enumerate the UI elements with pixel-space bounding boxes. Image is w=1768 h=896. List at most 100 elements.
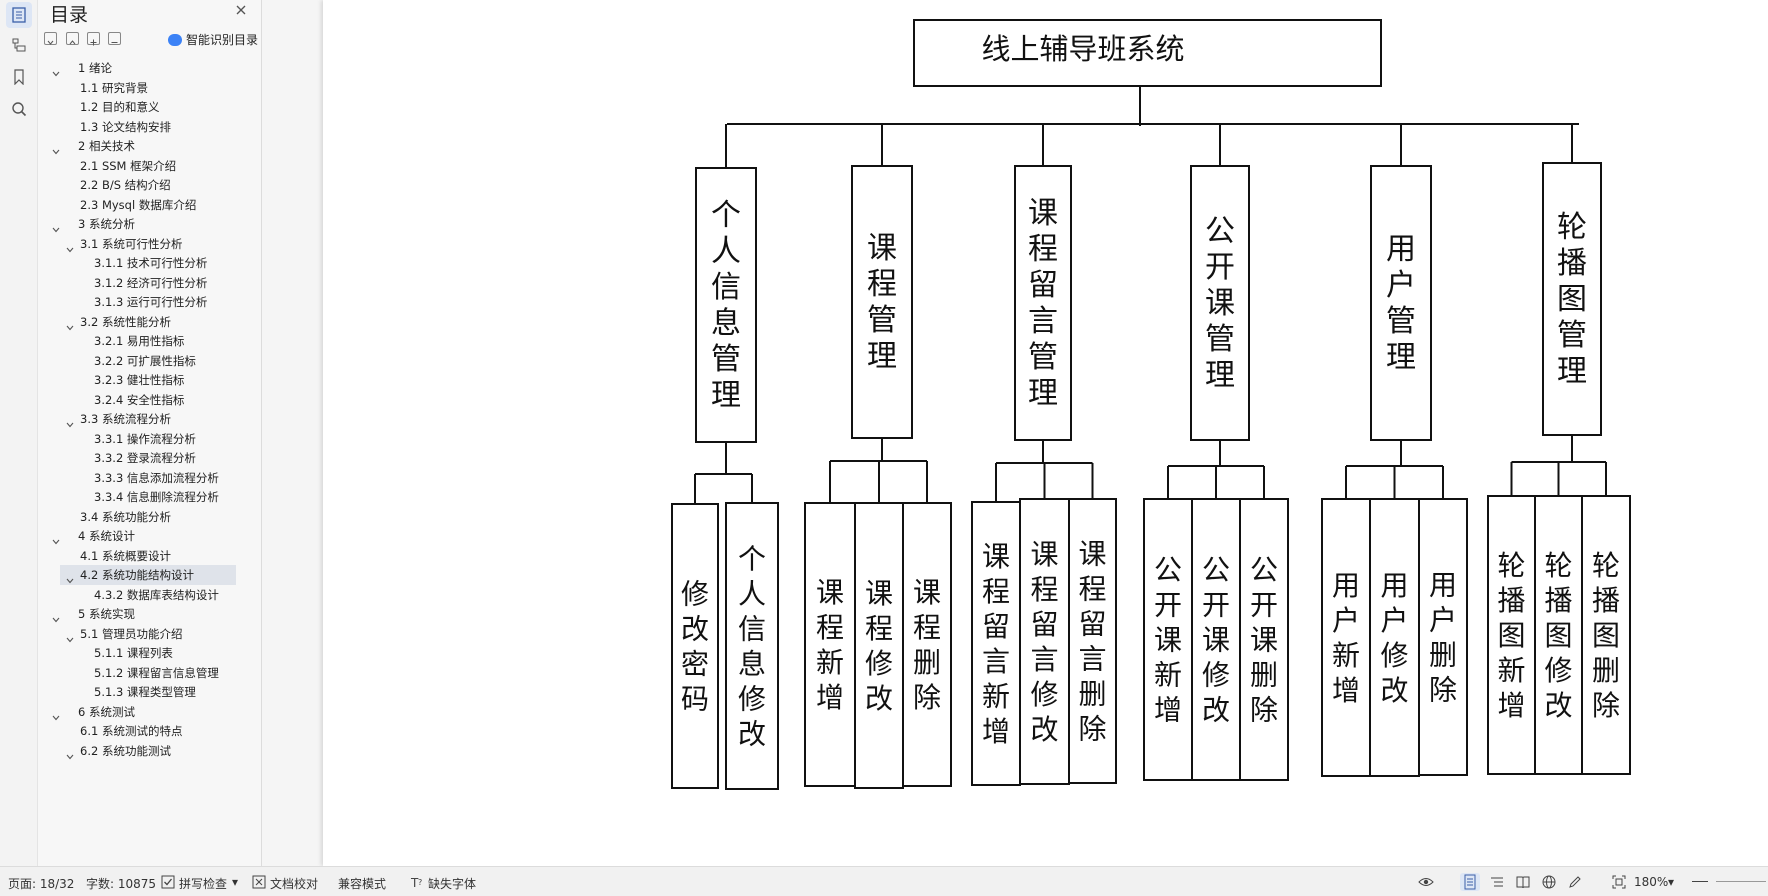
toc-item-label: 3.4 系统功能分析 — [80, 509, 171, 524]
zoom-out-icon[interactable] — [1692, 881, 1708, 882]
module-label: 公开课管理 — [1205, 214, 1235, 393]
function-box — [1068, 498, 1117, 784]
function-label: 轮播图修改 — [1544, 549, 1572, 722]
expand-all-icon[interactable] — [44, 32, 57, 45]
toc-list: 1 绪论 1.1 研究背景 1.2 目的和意义 1.3 论文结构安排 2 相关技术 2.1… — [38, 58, 244, 866]
toc-item[interactable]: 1.2 目的和意义 — [40, 97, 240, 117]
function-box — [671, 503, 719, 789]
function-label: 个人信息修改 — [738, 543, 766, 751]
toc-item[interactable]: 4.2 系统功能结构设计 — [60, 565, 236, 585]
toc-item[interactable]: 5.1 管理员功能介绍 — [40, 624, 240, 644]
reading-view-icon[interactable] — [1516, 875, 1530, 889]
zoom-dropdown-icon[interactable]: ▾ — [1668, 875, 1675, 889]
chevron-down-icon[interactable]: ▾ — [232, 875, 239, 889]
toc-item[interactable]: 1 绪论 — [40, 58, 240, 78]
chevron-down-icon[interactable] — [66, 571, 74, 584]
toc-item-label: 3.1.2 经济可行性分析 — [94, 275, 208, 290]
function-box — [1019, 498, 1070, 785]
bookmark-icon[interactable] — [6, 64, 32, 90]
toc-item[interactable]: 3.3 系统流程分析 — [40, 409, 240, 429]
toc-item-label: 3.3.2 登录流程分析 — [94, 451, 196, 465]
toc-item[interactable]: 3.1.2 经济可行性分析 — [40, 273, 240, 293]
toc-item[interactable]: 3.3.3 信息添加流程分析 — [40, 468, 240, 488]
zoom-level[interactable]: 180% — [1634, 875, 1669, 889]
toc-item[interactable]: 4.1 系统概要设计 — [40, 546, 240, 566]
add-heading-icon[interactable] — [87, 32, 100, 46]
toc-item[interactable]: 1.3 论文结构安排 — [40, 117, 240, 137]
toc-item-label: 1.1 研究背景 — [80, 80, 148, 95]
web-view-icon[interactable] — [1542, 875, 1556, 889]
svg-text:?: ? — [418, 878, 422, 887]
toc-item[interactable]: 4.3.2 数据库表结构设计 — [40, 585, 240, 605]
fit-page-icon[interactable] — [1612, 875, 1626, 889]
toc-item[interactable]: 3.3.4 信息删除流程分析 — [40, 487, 240, 507]
eye-protection-icon[interactable] — [1418, 875, 1434, 889]
toc-item[interactable]: 6.2 系统功能测试 — [40, 741, 240, 761]
chevron-down-icon[interactable] — [66, 318, 74, 330]
toc-item[interactable]: 3.3.1 操作流程分析 — [40, 429, 240, 449]
chevron-down-icon[interactable] — [52, 220, 60, 233]
toc-item[interactable]: 5.1.2 课程留言信息管理 — [40, 663, 240, 683]
toc-item[interactable]: 6.1 系统测试的特点 — [40, 721, 240, 741]
toc-item[interactable]: 3.2 系统性能分析 — [40, 312, 240, 332]
chevron-down-icon[interactable] — [66, 747, 74, 759]
toc-item[interactable]: 2.2 B/S 结构介绍 — [40, 175, 240, 195]
toc-item-label: 5.1.3 课程类型管理 — [94, 685, 196, 699]
toc-item[interactable]: 2.3 Mysql 数据库介绍 — [40, 195, 240, 215]
outline-view-icon[interactable] — [1490, 875, 1504, 889]
function-box — [804, 502, 856, 787]
chevron-down-icon[interactable] — [52, 708, 60, 720]
toc-item[interactable]: 3.3.2 登录流程分析 — [40, 448, 240, 468]
missing-font-button[interactable]: 缺失字体 — [428, 877, 477, 891]
function-label: 课程留言新增 — [982, 540, 1010, 748]
remove-heading-icon[interactable] — [108, 32, 121, 45]
toc-item[interactable]: 5.1.1 课程列表 — [40, 643, 240, 663]
toc-item[interactable]: 6 系统测试 — [40, 702, 240, 722]
toc-item-label: 1.3 论文结构安排 — [80, 119, 171, 134]
toc-item[interactable]: 4 系统设计 — [40, 526, 240, 546]
page-indicator[interactable]: 页面: 18/32 — [8, 877, 75, 891]
toc-item[interactable]: 5.1.3 课程类型管理 — [40, 682, 240, 702]
page-view-icon[interactable] — [1460, 873, 1480, 891]
toc-item[interactable]: 3.1.3 运行可行性分析 — [40, 292, 240, 312]
toc-item[interactable]: 2 相关技术 — [40, 136, 240, 156]
toc-item-label: 2 相关技术 — [78, 139, 135, 153]
chevron-down-icon[interactable] — [52, 142, 60, 155]
toc-item[interactable]: 3.2.2 可扩展性指标 — [40, 351, 240, 371]
toc-item[interactable]: 5 系统实现 — [40, 604, 240, 624]
structure-icon[interactable] — [6, 32, 32, 58]
chevron-down-icon[interactable] — [66, 415, 74, 428]
toc-item[interactable]: 3.1.1 技术可行性分析 — [40, 253, 240, 273]
toc-item[interactable]: 2.1 SSM 框架介绍 — [40, 156, 240, 176]
toc-panel-icon[interactable] — [6, 2, 32, 28]
toc-item[interactable]: 3.2.1 易用性指标 — [40, 331, 240, 351]
toc-item-label: 3.1.3 运行可行性分析 — [94, 295, 208, 309]
close-icon[interactable] — [234, 2, 250, 18]
toc-item[interactable]: 3.2.3 健壮性指标 — [40, 370, 240, 390]
pen-icon[interactable] — [1568, 875, 1582, 889]
toc-item[interactable]: 3 系统分析 — [40, 214, 240, 234]
toc-item[interactable]: 3.2.4 安全性指标 — [40, 390, 240, 410]
toc-item[interactable]: 3.1 系统可行性分析 — [40, 234, 240, 254]
toc-item-label: 3.3.1 操作流程分析 — [94, 431, 196, 446]
zoom-slider[interactable] — [1716, 881, 1766, 882]
toc-item[interactable]: 1.1 研究背景 — [40, 78, 240, 98]
spellcheck-button[interactable]: 拼写检查 — [179, 877, 228, 891]
function-box — [1321, 498, 1371, 777]
search-icon[interactable] — [6, 96, 32, 122]
word-count[interactable]: 字数: 10875 — [86, 877, 157, 891]
chevron-down-icon[interactable] — [52, 532, 60, 545]
smart-toc-button[interactable]: 智能识别目录 — [168, 31, 258, 48]
function-box — [1369, 498, 1420, 777]
compat-mode[interactable]: 兼容模式 — [338, 877, 387, 891]
module-box — [1370, 165, 1432, 441]
chevron-down-icon[interactable] — [66, 240, 74, 252]
chevron-down-icon[interactable] — [66, 630, 74, 642]
collapse-all-icon[interactable] — [66, 32, 79, 45]
chevron-down-icon[interactable] — [52, 610, 60, 623]
module-box — [1190, 165, 1250, 441]
toc-item[interactable]: 3.4 系统功能分析 — [40, 507, 240, 527]
chevron-down-icon[interactable] — [52, 64, 60, 77]
proofread-button[interactable]: 文档校对 — [270, 877, 319, 891]
function-label: 公开课删除 — [1250, 554, 1278, 727]
